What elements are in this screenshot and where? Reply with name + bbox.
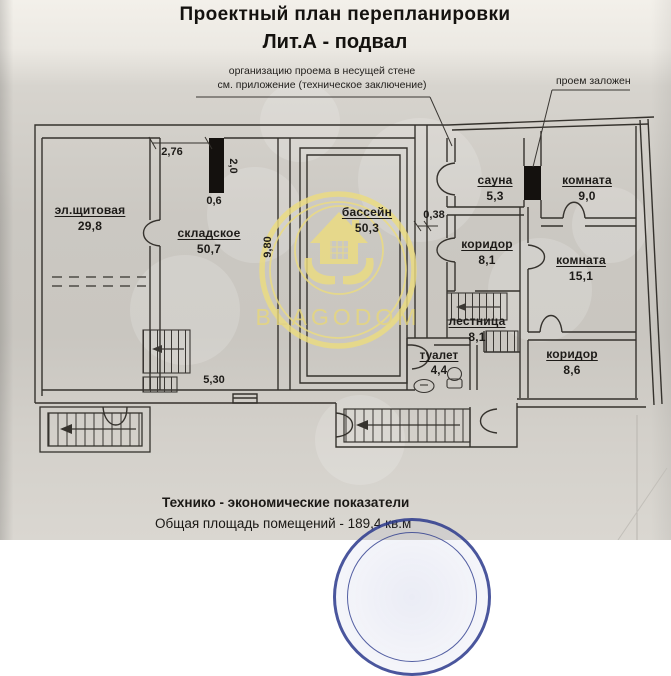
room-name: бассейн (341, 205, 393, 219)
room-label-skladskoe: складское 50,7 (178, 226, 241, 257)
room-area: 8,6 (563, 362, 581, 377)
house-hands-icon (304, 212, 374, 285)
stairs-lestnitsa (446, 292, 519, 353)
room-label-komnata-151: комната 15,1 (556, 253, 606, 284)
room-area: 50,7 (196, 241, 222, 256)
watermark-outer-ring (259, 191, 417, 349)
room-label-sauna: сауна 5,3 (477, 173, 512, 204)
room-area: 4,4 (430, 364, 448, 377)
blocked-opening-label: проем заложен (556, 75, 631, 87)
stairs-exit-bottom-center (343, 408, 471, 443)
dimension-lines (148, 136, 438, 232)
bearing-wall-note-line2: см. приложение (техническое заключение) (217, 79, 427, 92)
stairs-exit-bottom-left (39, 406, 151, 453)
bearing-wall-note-line1: организацию проема в несущей стене (228, 65, 416, 77)
room-label-bassein: бассейн 50,3 (342, 205, 392, 236)
room-name: коридор (546, 347, 598, 361)
blocked-opening-fill (524, 166, 541, 200)
room-area: 29,8 (77, 218, 103, 233)
stairs-storage-room (142, 329, 191, 393)
watermark-inner-ring (294, 205, 384, 295)
room-label-lestnitsa: лестница 8,1 (449, 314, 506, 345)
room-name: комната (556, 253, 606, 267)
room-area: 8,1 (478, 252, 496, 267)
room-area: 9,0 (578, 188, 596, 203)
footer-total-area: Общая площадь помещений - 189,4 кв.м (155, 516, 412, 531)
room-label-el-schitovaya: эл.щитовая 29,8 (55, 203, 126, 234)
room-label-tualet: туалет 4,4 (420, 349, 459, 379)
dimension-pier-width: 0,6 (206, 195, 222, 207)
room-name: складское (177, 226, 241, 240)
room-area: 50,3 (354, 220, 380, 235)
paper-creases (617, 415, 668, 540)
room-area: 15,1 (568, 268, 594, 283)
dashed-lines (52, 276, 146, 287)
footer-section-heading: Технико - экономические показатели (162, 495, 410, 510)
dimension-wall-thickness: 0,38 (423, 209, 445, 221)
room-area: 8,1 (468, 329, 486, 344)
toilet-fixtures (413, 366, 463, 394)
room-name: лестница (448, 314, 506, 328)
room-name: эл.щитовая (54, 203, 126, 217)
dimension-opening-width: 2,76 (161, 146, 183, 158)
watermark-logo: BLAGODOM (256, 191, 421, 349)
bearing-wall-note: организацию проема в несущей стене см. п… (218, 64, 427, 92)
page-title: Проектный план перепланировки (179, 4, 511, 25)
page-subtitle: Лит.А - подвал (262, 31, 408, 53)
new-opening-pier (209, 138, 224, 193)
annotation-leader-lines (196, 89, 630, 168)
room-label-koridor-81: коридор 8,1 (461, 237, 513, 268)
dimension-storage-width: 5,30 (203, 374, 225, 386)
room-name: коридор (461, 237, 513, 251)
floor-plan-drawing: BLAGODOM (34, 89, 668, 540)
round-stamp (333, 518, 491, 676)
room-name: комната (562, 173, 612, 187)
dimension-pool-wall-length: 9,80 (262, 236, 274, 258)
dimension-pier-length: 2,0 (227, 158, 239, 174)
watermark-middle-ring (269, 201, 407, 339)
room-label-koridor-86: коридор 8,6 (546, 347, 598, 378)
room-label-komnata-9: комната 9,0 (562, 173, 612, 204)
room-area: 5,3 (486, 188, 504, 203)
watermark-brand-text: BLAGODOM (256, 304, 421, 330)
room-name: сауна (477, 173, 513, 187)
room-name: туалет (419, 350, 459, 362)
round-stamp-inner-ring (347, 532, 477, 662)
